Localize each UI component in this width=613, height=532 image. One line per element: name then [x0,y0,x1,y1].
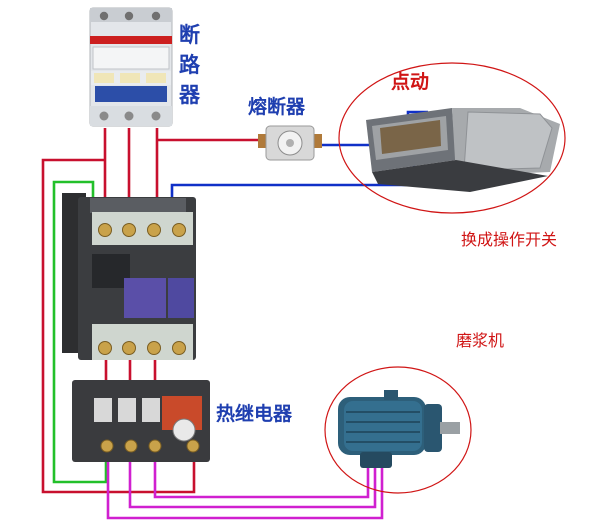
fuse-icon [258,125,322,161]
breaker-label: 断路器 [179,23,200,107]
foot-pedal-switch-icon [366,108,560,192]
wire-magenta-1 [106,456,384,520]
wire-magenta-2 [128,456,377,509]
thermal-relay-label: 热继电器 [216,403,293,425]
thermal-relay-icon [72,380,210,462]
wire-red-loop [41,158,196,494]
grinder-label: 磨浆机 [456,331,505,350]
fuse-label: 熔断器 [248,96,306,118]
circuit-breaker-icon [89,7,173,127]
wire-green-loop [52,180,108,484]
electric-motor-icon [338,390,460,468]
switch-note-label: 换成操作开关 [461,230,558,249]
foot-switch-ellipse [338,62,566,214]
wire-magenta-3 [153,456,370,499]
motor-ellipse [324,366,472,494]
jog-label: 点动 [391,71,430,93]
ac-contactor-icon [62,193,196,360]
